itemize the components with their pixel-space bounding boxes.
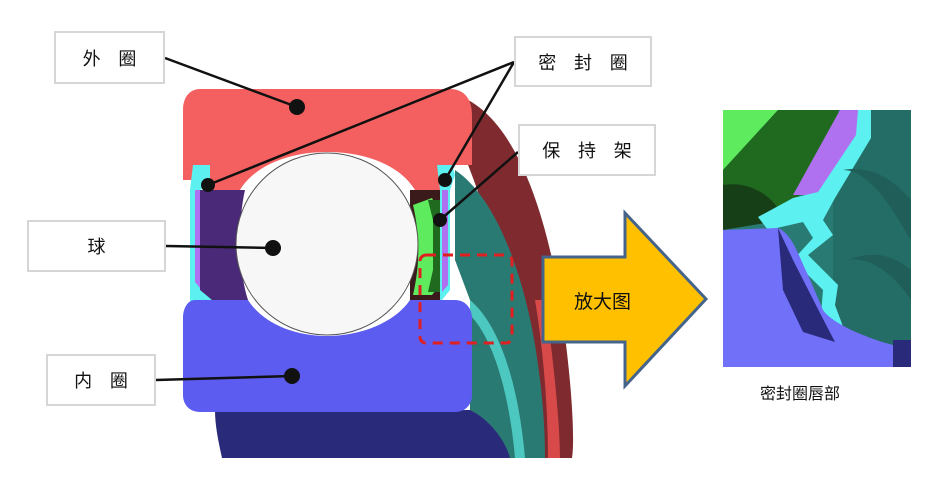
leader-seal-left [207,60,515,187]
leader-ball [165,244,274,250]
inner-ring-shadow [215,410,510,458]
outer-ring-highlight [535,300,560,458]
zoomed-seal-cyan [758,110,871,342]
leader-cage [439,151,519,221]
zoomed-seal-lip-view [723,110,911,367]
label-ball-text: 球 [87,237,112,258]
label-seal-text: 密 封 圈 [538,52,634,74]
label-cage: 保 持 架 [518,124,656,176]
shield-body [455,170,545,458]
dot-ball [265,240,281,256]
leader-inner-ring [155,374,293,382]
left-seal-core [195,190,200,288]
zoom-region-box [418,253,514,345]
ball [235,152,419,336]
right-seal-core [442,190,448,292]
label-outer-ring-text: 外 圈 [82,48,143,70]
dot-outer-ring [289,99,305,115]
dot-seal-right [438,173,452,187]
label-cage-text: 保 持 架 [542,141,638,162]
zoom-caption: 密封圈唇部 [760,384,841,403]
shield-highlight [470,300,525,458]
dot-inner-ring [284,368,300,384]
magnify-arrow [541,209,709,390]
label-seal: 密 封 圈 [514,36,652,87]
dot-seal-left [201,178,215,192]
label-inner-ring: 内 圈 [46,354,156,406]
leader-seal-right [443,61,516,181]
arrow-label: 放大图 [574,291,632,313]
label-inner-ring-text: 内 圈 [74,371,134,392]
left-cavity [200,190,248,300]
label-outer-ring: 外 圈 [54,31,165,84]
dot-cage [433,213,447,227]
label-ball: 球 [27,220,166,272]
inner-ring [183,300,472,412]
leader-outer-ring [164,56,298,109]
